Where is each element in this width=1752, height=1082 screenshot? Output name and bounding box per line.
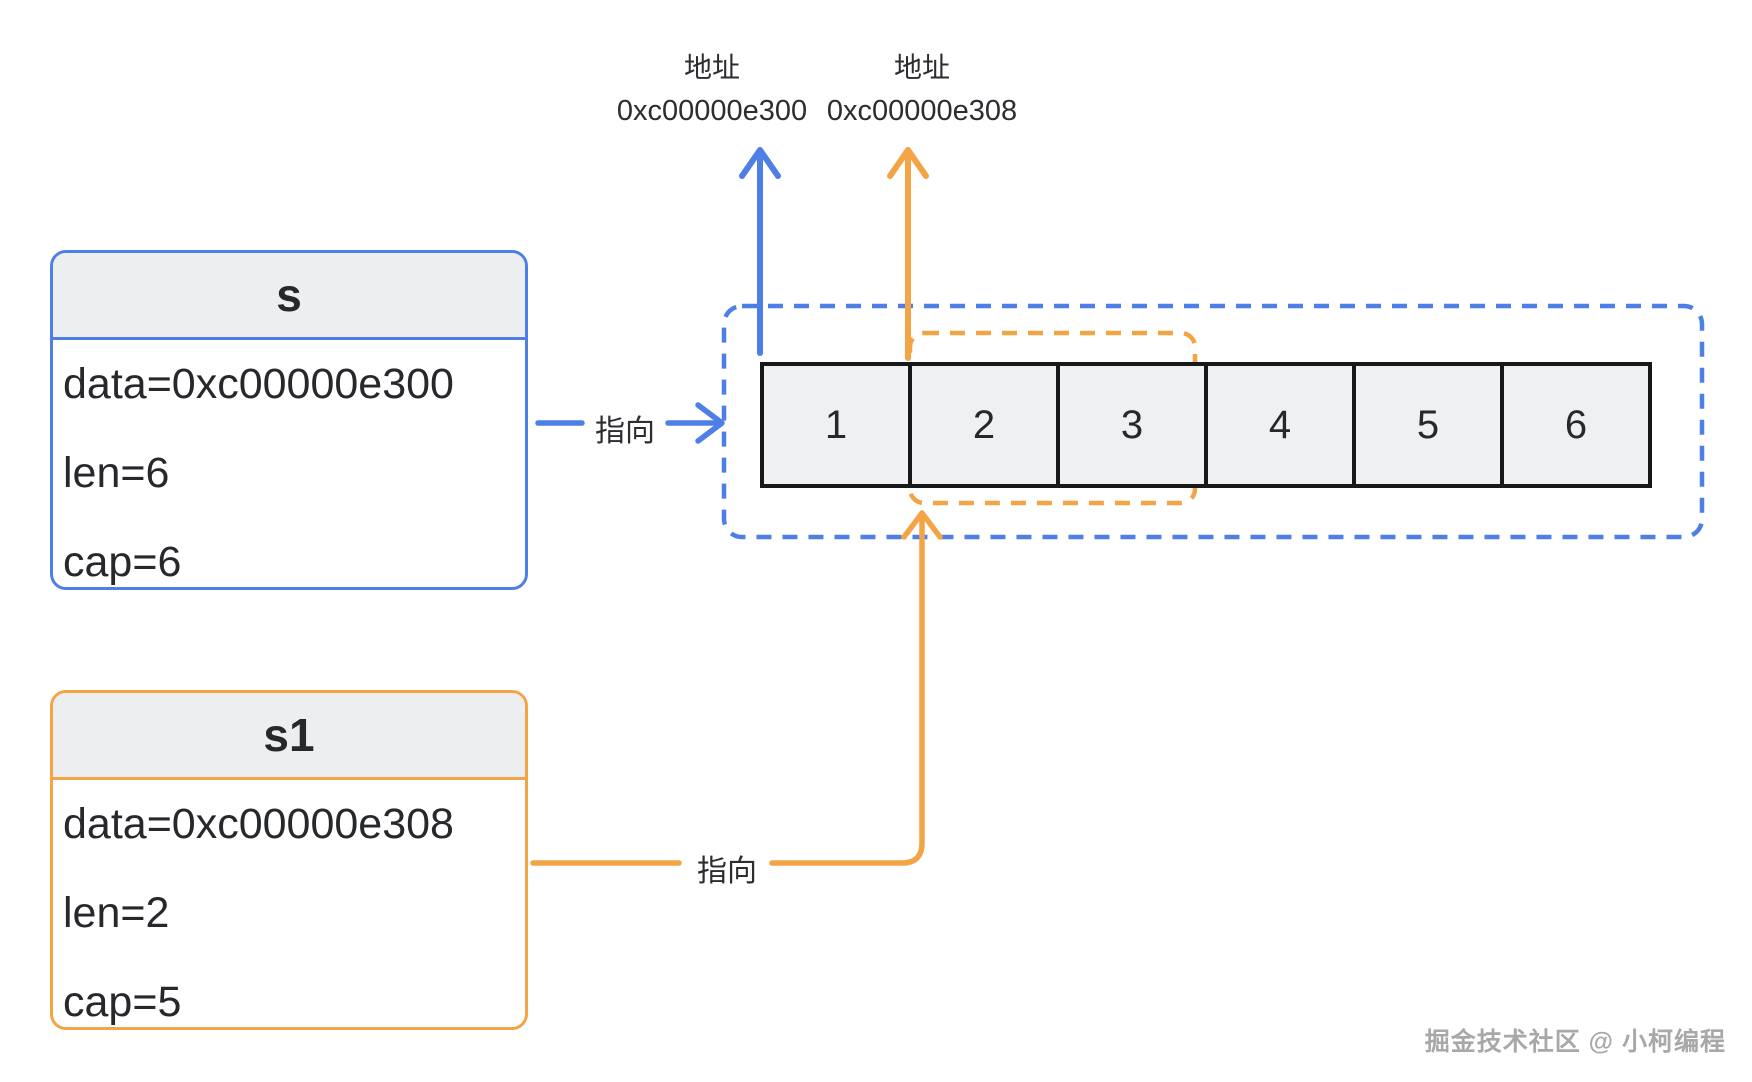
- address-caption: 地址: [893, 52, 950, 83]
- address-caption: 地址: [683, 52, 740, 83]
- array-cell: 3: [1056, 362, 1208, 488]
- arrow-up-blue-e300: [739, 147, 781, 356]
- len-field: len=6: [63, 449, 170, 497]
- slice-header-box-s: s data=0xc00000e300 len=6 cap=6: [50, 250, 528, 590]
- address-value: 0xc00000e308: [826, 95, 1018, 127]
- len-field: len=2: [63, 889, 170, 937]
- slice-box-body: data=0xc00000e300 len=6 cap=6: [53, 340, 525, 585]
- array-cell: 6: [1500, 362, 1652, 488]
- arrow-up-orange-e308: [887, 147, 929, 361]
- data-pointer-field: data=0xc00000e308: [63, 800, 454, 848]
- watermark: 掘金技术社区 @ 小柯编程: [1424, 1028, 1726, 1056]
- address-label-e308: 地址 0xc00000e308: [762, 46, 1082, 128]
- cap-field: cap=6: [63, 538, 182, 586]
- arrow-points-to-s1: [530, 510, 943, 866]
- points-to-label-s: 指向: [595, 415, 655, 448]
- points-to-label-s1: 指向: [697, 855, 757, 888]
- slice-box-title: s1: [53, 693, 525, 780]
- array-cell: 4: [1204, 362, 1356, 488]
- array-cell: 5: [1352, 362, 1504, 488]
- array-cell: 1: [760, 362, 912, 488]
- slice-box-body: data=0xc00000e308 len=2 cap=5: [53, 780, 525, 1025]
- slice-header-box-s1: s1 data=0xc00000e308 len=2 cap=5: [50, 690, 528, 1030]
- address-label-e300: 地址 0xc00000e300: [552, 46, 872, 128]
- data-pointer-field: data=0xc00000e300: [63, 360, 454, 408]
- address-value: 0xc00000e300: [616, 95, 808, 127]
- array-cell: 2: [908, 362, 1060, 488]
- slice-box-title: s: [53, 253, 525, 340]
- underlying-array: 1 2 3 4 5 6: [760, 362, 1652, 488]
- cap-field: cap=5: [63, 978, 182, 1026]
